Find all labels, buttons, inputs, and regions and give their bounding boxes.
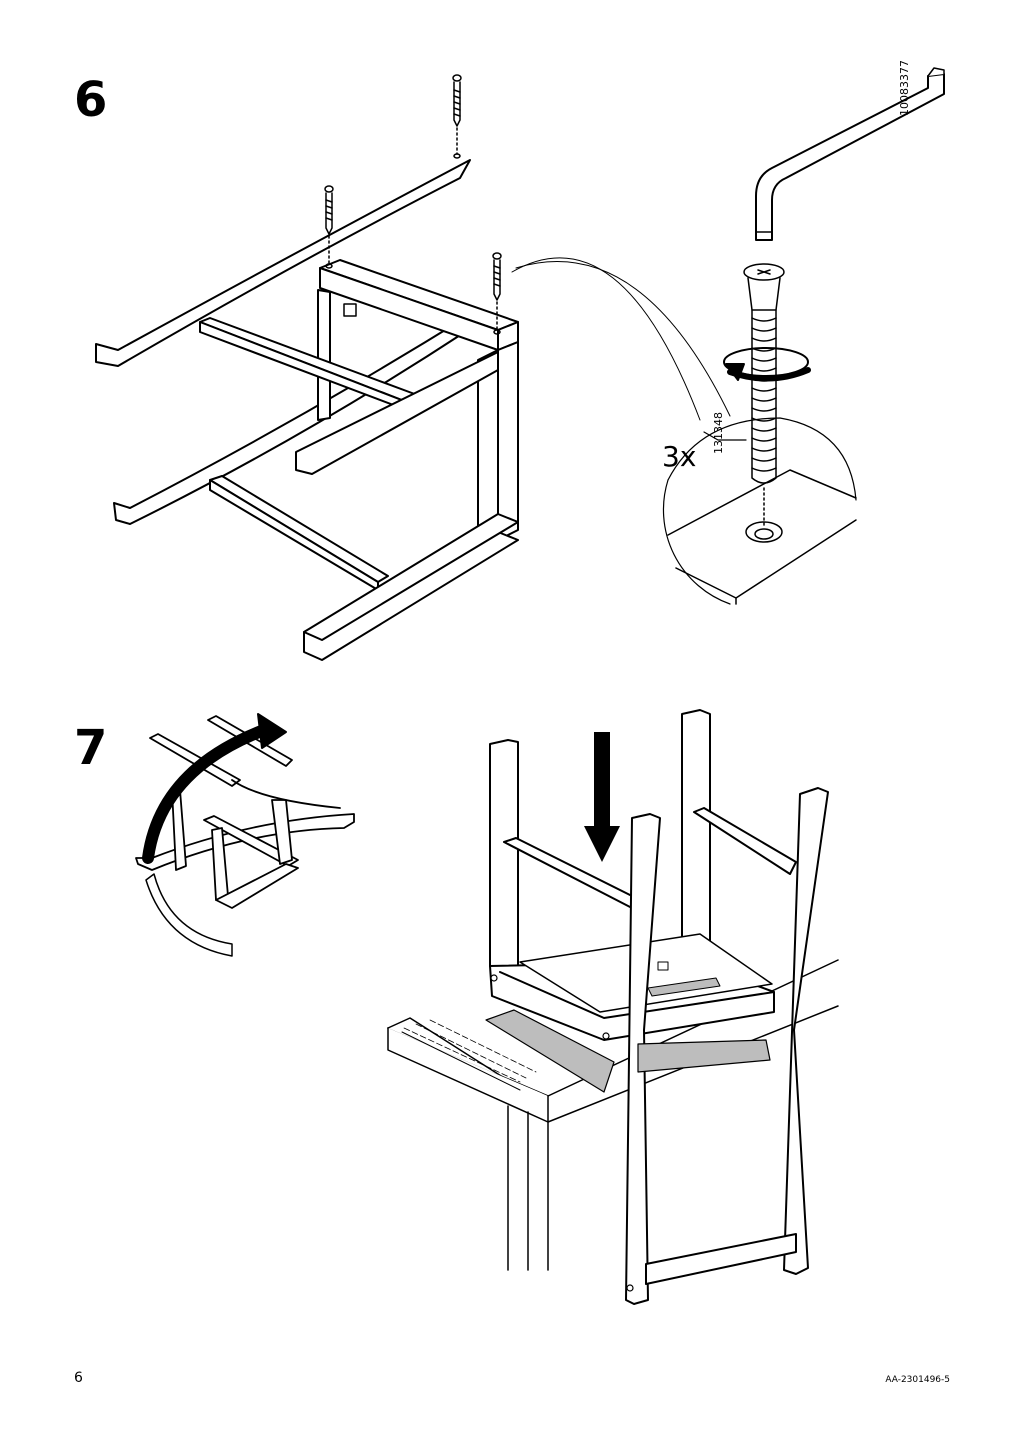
rotate-arrow-icon	[257, 713, 287, 749]
rotation-arrow-icon	[723, 347, 811, 382]
step-7-number: 7	[74, 720, 108, 776]
screw-part-number: 131348	[712, 412, 725, 454]
page-number: 6	[74, 1370, 83, 1386]
hex-key-part-number: 10083377	[898, 60, 911, 116]
chair-frame-upside-down	[95, 159, 519, 661]
step-6-number: 6	[74, 72, 108, 128]
quantity-label: 3x	[662, 440, 697, 473]
document-code: AA-2301496-5	[885, 1375, 950, 1385]
protective-pad	[485, 1009, 615, 1093]
detail-callout-circle	[662, 417, 857, 605]
chair-upside-down	[489, 709, 829, 1305]
corner-bracket	[343, 303, 357, 317]
down-arrow-icon	[584, 732, 620, 862]
screw-131348-detail	[743, 263, 785, 529]
screws-step-6	[324, 74, 502, 335]
hex-key-10083377	[755, 67, 945, 241]
